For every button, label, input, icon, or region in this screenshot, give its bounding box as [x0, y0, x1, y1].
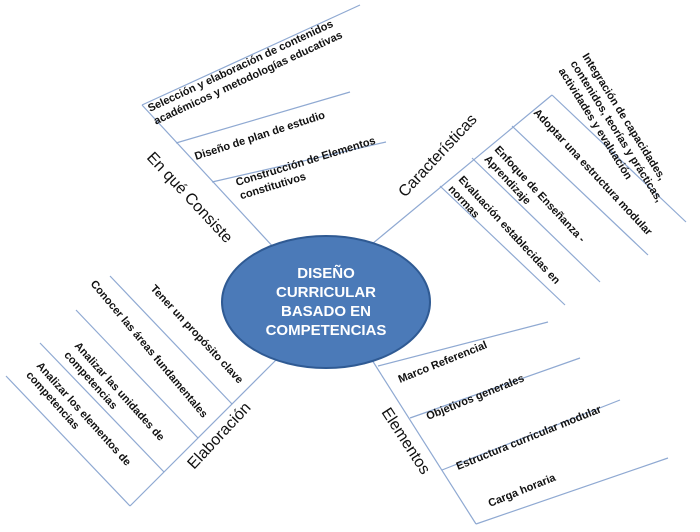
branch-elementos-rib — [377, 321, 549, 367]
branch-elementos: Elementos Marco Referencial Objetivos ge… — [371, 321, 669, 525]
branch-en-que-consiste-spine — [141, 104, 277, 251]
branch-caracteristicas: Características Integración de capacidad… — [371, 51, 687, 306]
branch-elementos-title: Elementos — [378, 405, 433, 478]
center-title-line: DISEÑO — [297, 264, 355, 282]
branch-elementos-rib — [409, 357, 581, 419]
branch-elementos-spine — [371, 359, 477, 525]
branch-elaboracion-item: Analizar los elementos de competencias — [23, 360, 133, 468]
center-node: DISEÑO CURRICULAR BASADO EN COMPETENCIAS — [221, 235, 431, 369]
center-ellipse — [221, 235, 431, 369]
branch-elementos-rib — [441, 399, 621, 471]
branch-elaboracion-rib — [5, 375, 131, 507]
branch-elementos-item: Objetivos generales — [425, 372, 526, 422]
branch-caracteristicas-rib — [511, 125, 649, 256]
branch-caracteristicas-item: Enfoque de Enseñanza - Aprendizaje — [482, 144, 588, 245]
branch-elaboracion-rib — [109, 275, 233, 405]
branch-en-que-consiste-title: En qué Consiste — [143, 149, 236, 247]
branch-elementos-item: Estructura curricular modular — [455, 403, 604, 473]
item-line: Selección y elaboración de contenidos — [146, 18, 335, 115]
center-title-line: BASADO EN — [281, 303, 371, 320]
branch-en-que-consiste: En qué Consiste Selección y elaboración … — [141, 4, 387, 251]
branch-en-que-consiste-rib — [211, 141, 387, 183]
branch-elementos-item: Marco Referencial — [397, 339, 489, 386]
branch-caracteristicas-rib — [471, 157, 601, 283]
item-line: Objetivos generales — [425, 372, 526, 422]
branch-en-que-consiste-item: Construcción de Elementos constitutivos — [234, 135, 377, 202]
item-line: contenidos, teorías y prácticas, — [568, 59, 665, 205]
branch-en-que-consiste-rib — [175, 91, 351, 144]
item-line: Marco Referencial — [397, 339, 489, 386]
center-title-line: CURRICULAR — [276, 284, 376, 301]
branch-caracteristicas-spine — [371, 94, 553, 245]
branch-elementos-rib — [475, 457, 669, 525]
branch-caracteristicas-rib — [439, 185, 566, 306]
branch-en-que-consiste-rib — [141, 4, 361, 106]
branch-elaboracion-rib — [39, 342, 165, 473]
item-line: Estructura curricular modular — [455, 403, 604, 473]
branch-elementos-item: Carga horaria — [487, 472, 559, 510]
center-title-line: COMPETENCIAS — [266, 322, 387, 339]
branch-caracteristicas-rib — [551, 94, 687, 223]
branch-elaboracion-rib — [75, 309, 199, 439]
branch-elaboracion-spine — [129, 359, 277, 507]
branch-en-que-consiste-item: Selección y elaboración de contenidos ac… — [146, 18, 344, 127]
item-line: Carga horaria — [487, 472, 559, 510]
